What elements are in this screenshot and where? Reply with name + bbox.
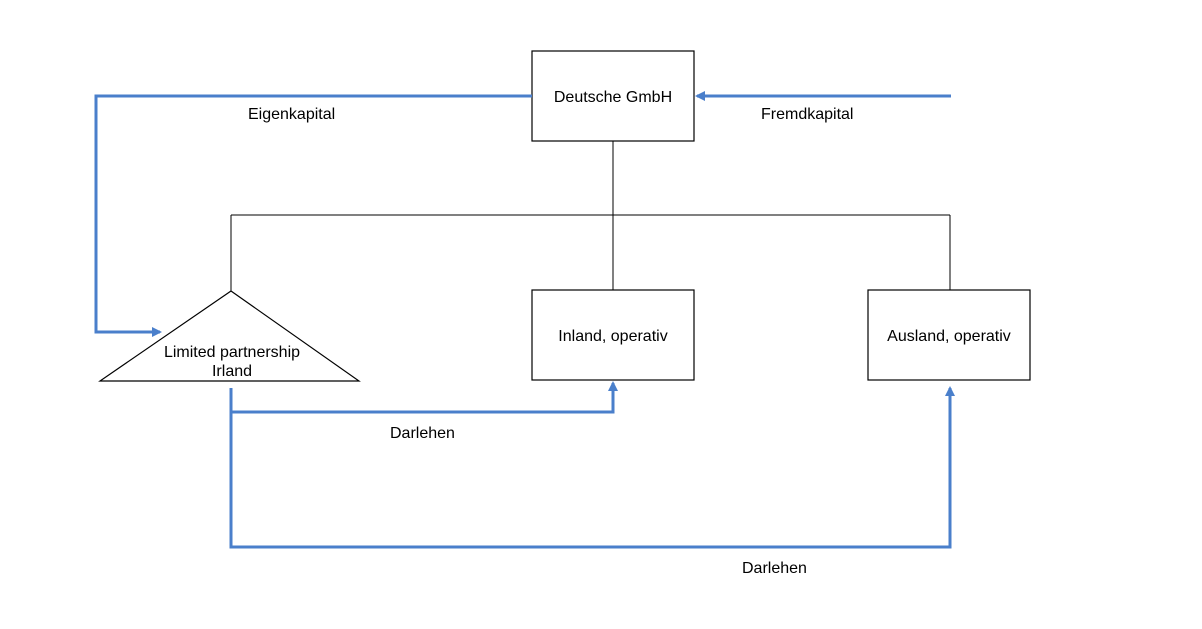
node-deutsche-gmbh-label: Deutsche GmbH xyxy=(554,89,672,106)
node-inland-label: Inland, operativ xyxy=(558,328,667,345)
label-eigenkapital: Eigenkapital xyxy=(248,106,335,123)
node-inland: Inland, operativ xyxy=(531,289,695,381)
label-darlehen-inland: Darlehen xyxy=(390,425,455,442)
flow-darlehen-ausland-line xyxy=(229,386,955,549)
node-deutsche-gmbh: Deutsche GmbH xyxy=(531,50,695,142)
node-deutsche-gmbh-box xyxy=(531,50,695,142)
org-connectors xyxy=(230,141,951,291)
flow-eigenkapital-line xyxy=(94,94,532,337)
node-limited-partnership-label-line1: Limited partnership xyxy=(164,344,300,361)
node-limited-partnership: Limited partnership Irland xyxy=(98,290,361,382)
capital-flows xyxy=(94,91,955,549)
label-fremdkapital: Fremdkapital xyxy=(761,106,853,123)
node-limited-partnership-label-line2: Irland xyxy=(212,363,252,380)
flow-darlehen-inland-line xyxy=(229,381,618,414)
node-limited-partnership-triangle xyxy=(98,290,361,382)
node-ausland: Ausland, operativ xyxy=(867,289,1031,381)
node-ausland-label: Ausland, operativ xyxy=(887,328,1011,345)
label-darlehen-ausland: Darlehen xyxy=(742,560,807,577)
node-inland-box xyxy=(531,289,695,381)
flow-labels: Eigenkapital Fremdkapital Darlehen Darle… xyxy=(248,106,853,577)
node-ausland-box xyxy=(867,289,1031,381)
